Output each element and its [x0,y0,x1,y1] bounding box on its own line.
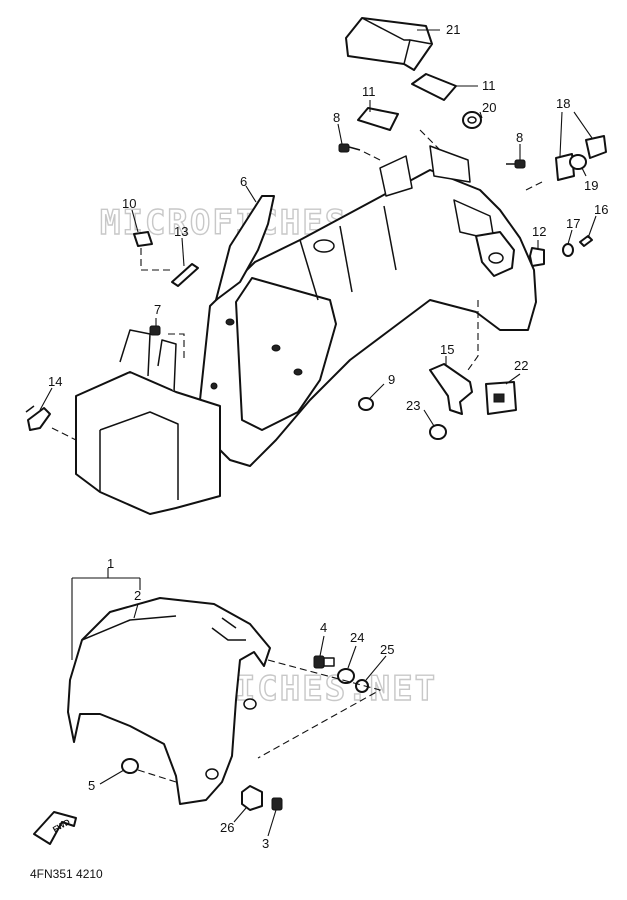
callout-14: 14 [48,374,62,389]
leader-9 [369,383,385,399]
part-8-bolt-right [506,159,526,169]
leader-16 [587,215,597,239]
part-17-washer [562,243,574,257]
callout-2: 2 [134,588,141,603]
assembly-line [168,333,185,360]
part-11-pads [357,73,457,131]
battery-box [75,329,221,515]
callout-3: 3 [262,836,269,851]
callout-15: 15 [440,342,454,357]
assembly-line [137,769,177,783]
callout-5: 5 [88,778,95,793]
part-15-bracket [429,363,473,415]
leader-10 [131,209,139,233]
leader-2 [133,603,139,619]
callout-10: 10 [122,196,136,211]
leader-13 [181,237,185,267]
callout-18: 18 [556,96,570,111]
leader-5 [99,769,125,785]
part-20-grommet [462,111,482,129]
part-19-washer [569,154,587,170]
callout-8a: 8 [333,110,340,125]
assembly-line [140,248,170,271]
part-21-tail-cap [345,17,433,71]
part-5-grommet [121,758,139,774]
leader-14 [39,387,53,411]
part-4-bolt [313,655,335,669]
callout-1: 1 [107,556,114,571]
leader-19 [581,167,587,177]
leader-23 [423,409,435,427]
leader-4 [319,635,325,657]
leader-26 [233,807,247,823]
part-25-nut [355,679,369,693]
leader-18 [559,111,593,157]
callout-11a: 11 [362,84,376,99]
assembly-line [467,300,479,371]
callout-16: 16 [594,202,608,217]
part-24-collar [337,668,355,684]
part-3-bolt [271,797,283,811]
part-23-grommet [429,424,447,440]
part-26-collar [241,785,263,811]
callout-13: 13 [174,224,188,239]
leader-3 [267,809,277,837]
diagram-code: 4FN351 4210 [30,867,103,881]
assembly-line [419,129,441,151]
assembly-line [51,427,77,441]
callout-19: 19 [584,178,598,193]
callout-8b: 8 [516,130,523,145]
callout-24: 24 [350,630,364,645]
callout-21: 21 [446,22,460,37]
part-9-nut [358,397,374,411]
part-2-front-fender [67,597,271,805]
callout-7: 7 [154,302,161,317]
part-13-clip [171,263,199,287]
part-6-rear-fender [199,145,537,467]
callout-26: 26 [220,820,234,835]
leader-20 [479,111,483,119]
callout-22: 22 [514,358,528,373]
callout-12: 12 [532,224,546,239]
assembly-line [257,659,382,759]
leader-22 [505,373,521,385]
leader-24 [347,645,357,669]
callout-20: 20 [482,100,496,115]
callout-25: 25 [380,642,394,657]
callout-4: 4 [320,620,327,635]
callout-17: 17 [566,216,580,231]
callout-11b: 11 [482,78,496,93]
part-8-bolt-left [338,143,361,153]
part-10-damper [133,231,153,247]
part-22-lamp [485,381,517,415]
part-7-bolt [149,325,161,336]
fwd-arrow-icon: FWD [33,811,77,845]
leader-25 [365,655,387,681]
assembly-line [525,181,543,191]
callout-6: 6 [240,174,247,189]
leader-6 [245,185,257,203]
callout-23: 23 [406,398,420,413]
assembly-line [363,151,381,161]
part-14-clip [25,405,51,431]
leader-17 [567,229,573,245]
leader-8a [337,123,343,145]
callout-9: 9 [388,372,395,387]
part-16-bolt [579,235,593,247]
